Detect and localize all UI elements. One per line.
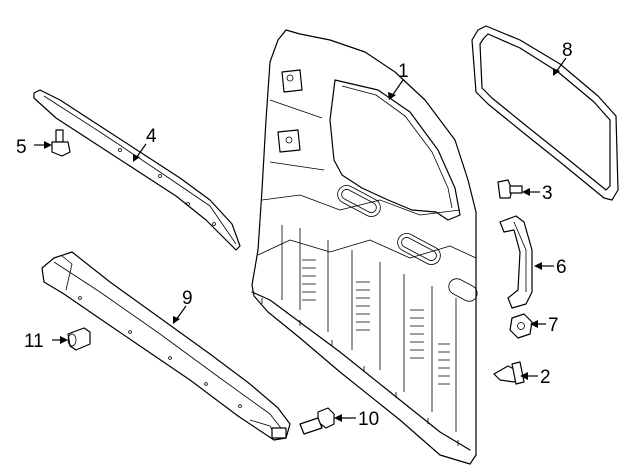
handle-part-6[interactable] <box>499 215 533 309</box>
callout-number: 6 <box>556 257 567 278</box>
nut-part-7[interactable] <box>509 313 533 339</box>
callout-number: 2 <box>540 367 551 388</box>
callout-11: 11 <box>24 331 68 352</box>
callout-number: 8 <box>562 40 573 61</box>
panel-slots <box>337 185 478 302</box>
callout-4: 4 <box>133 126 157 162</box>
door-panel-part-1[interactable] <box>251 29 480 465</box>
callout-number: 5 <box>16 137 27 158</box>
callout-7: 7 <box>530 315 559 336</box>
callout-number: 11 <box>24 331 44 352</box>
callout-number: 3 <box>542 183 553 204</box>
panel-grille <box>302 259 450 385</box>
bolt-part-3[interactable] <box>497 179 523 199</box>
push-pin-part-2[interactable] <box>493 361 525 385</box>
callout-8: 8 <box>553 40 573 76</box>
callout-10: 10 <box>334 409 379 430</box>
callout-number: 1 <box>398 61 409 82</box>
callout-number: 4 <box>146 126 157 147</box>
callout-6: 6 <box>534 257 567 278</box>
callout-9: 9 <box>173 288 193 324</box>
bolt-part-5[interactable] <box>51 129 71 157</box>
window-glass-part-8[interactable] <box>471 25 619 201</box>
callout-5: 5 <box>16 137 52 158</box>
callout-2: 2 <box>520 367 551 388</box>
callout-3: 3 <box>522 183 553 204</box>
callout-number: 10 <box>358 409 379 430</box>
lower-channel-part-9[interactable] <box>41 251 291 441</box>
bolt-part-10[interactable] <box>299 407 335 435</box>
callout-1: 1 <box>388 61 409 100</box>
plug-part-11[interactable] <box>67 327 91 351</box>
callout-number: 9 <box>182 288 193 309</box>
callout-number: 7 <box>548 315 559 336</box>
rail-strip-part-4[interactable] <box>33 89 241 251</box>
